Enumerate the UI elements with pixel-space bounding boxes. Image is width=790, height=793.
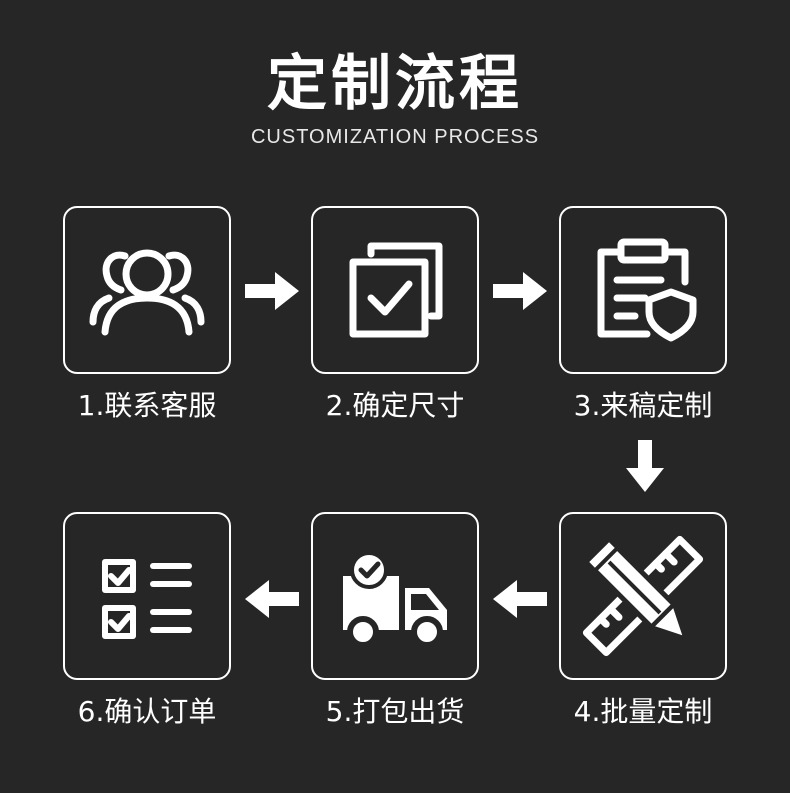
step-6-box — [63, 512, 231, 680]
users-icon — [89, 249, 205, 336]
step-1-box — [63, 206, 231, 374]
pencil-ruler-icon — [582, 535, 704, 657]
checked-squares-icon — [349, 242, 443, 338]
step-1-label: 1.联系客服 — [77, 389, 217, 422]
step-6-label: 6.确认订单 — [77, 695, 217, 728]
page-title: 定制流程 — [267, 49, 523, 119]
arrow-down-icon — [626, 440, 664, 492]
step-5-label: 5.打包出货 — [325, 695, 465, 728]
delivery-truck-icon — [343, 551, 447, 648]
step-4-label: 4.批量定制 — [573, 695, 713, 728]
step-4-box — [559, 512, 727, 680]
step-2-label: 2.确定尺寸 — [325, 389, 465, 422]
step-5-box — [311, 512, 479, 680]
clipboard-shield-icon — [597, 238, 697, 342]
arrow-right-icon — [493, 272, 547, 310]
checklist-icon — [102, 559, 192, 639]
step-3-box — [559, 206, 727, 374]
step-3-label: 3.来稿定制 — [573, 389, 713, 422]
step-2-box — [311, 206, 479, 374]
arrow-left-icon — [493, 580, 547, 618]
arrow-left-icon — [245, 580, 299, 618]
page-subtitle: CUSTOMIZATION PROCESS — [250, 126, 540, 148]
arrow-right-icon — [245, 272, 299, 310]
